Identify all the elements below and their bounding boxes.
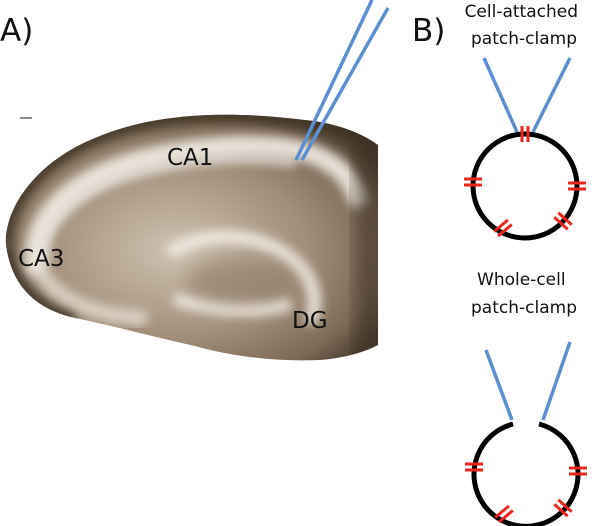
hippocampus-slice (5, 114, 378, 361)
pipette-right-wall (541, 341, 572, 421)
caption-whole-cell-line-2: patch-clamp (471, 298, 577, 318)
pipette-right-wall (531, 57, 572, 133)
region-label-dg: DG (292, 308, 328, 334)
cell-attached-diagram (464, 57, 586, 241)
ion-channel (493, 218, 513, 238)
caption-whole-cell: Whole-cell patch-clamp (471, 270, 577, 318)
ion-channel (464, 177, 482, 187)
caption-whole-cell-line-1: Whole-cell (477, 270, 566, 290)
pipette-left-wall (484, 349, 514, 421)
caption-cell-attached-line-1: Cell-attached (465, 2, 578, 22)
ruptured-cell-membrane (471, 421, 581, 526)
caption-cell-attached: Cell-attached patch-clamp (465, 2, 584, 49)
whole-cell-diagram (465, 341, 587, 526)
ion-channel (553, 211, 573, 231)
ion-channel (569, 466, 587, 476)
pipette-left-wall (482, 57, 519, 133)
slice-recording-pipette (294, 0, 390, 161)
region-label-ca3: CA3 (18, 246, 64, 272)
ion-channel (568, 181, 586, 191)
ion-channel (553, 498, 573, 518)
ion-channel (520, 126, 530, 142)
caption-cell-attached-line-2: patch-clamp (471, 29, 577, 49)
ion-channel (465, 462, 483, 472)
panel-label-a: A) (0, 13, 33, 49)
ion-channel (494, 504, 514, 524)
pyramidal-band (24, 135, 368, 275)
panel-label-b: B) (412, 13, 445, 49)
region-label-ca1: CA1 (167, 145, 213, 171)
dentate-gyrus-band (168, 229, 322, 325)
